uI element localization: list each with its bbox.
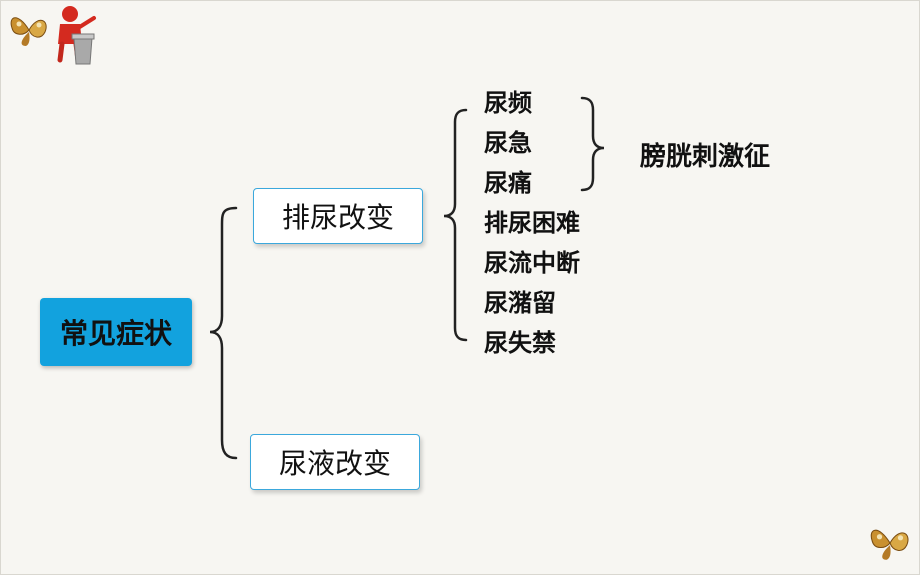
butterfly-icon <box>870 529 909 560</box>
branch-urination-change: 排尿改变 <box>253 188 423 244</box>
root-node: 常见症状 <box>40 298 192 366</box>
leaf-incontinence: 尿失禁 <box>484 329 556 357</box>
butterfly-icon <box>10 17 47 46</box>
leaf-interruption: 尿流中断 <box>484 249 580 277</box>
presenter-icon <box>57 6 96 65</box>
group-label-bladder-irritation: 膀胱刺激征 <box>640 142 771 172</box>
root-brace <box>209 206 238 460</box>
branch-urine-change: 尿液改变 <box>250 434 420 490</box>
leaf-retention: 尿潴留 <box>484 289 556 317</box>
leaf-frequency: 尿频 <box>484 89 532 117</box>
urination-brace <box>443 108 468 342</box>
leaf-urgency: 尿急 <box>484 129 532 157</box>
leaf-dysuria: 尿痛 <box>484 169 532 197</box>
leaf-difficulty: 排尿困难 <box>484 209 580 237</box>
group-brace <box>580 96 605 192</box>
